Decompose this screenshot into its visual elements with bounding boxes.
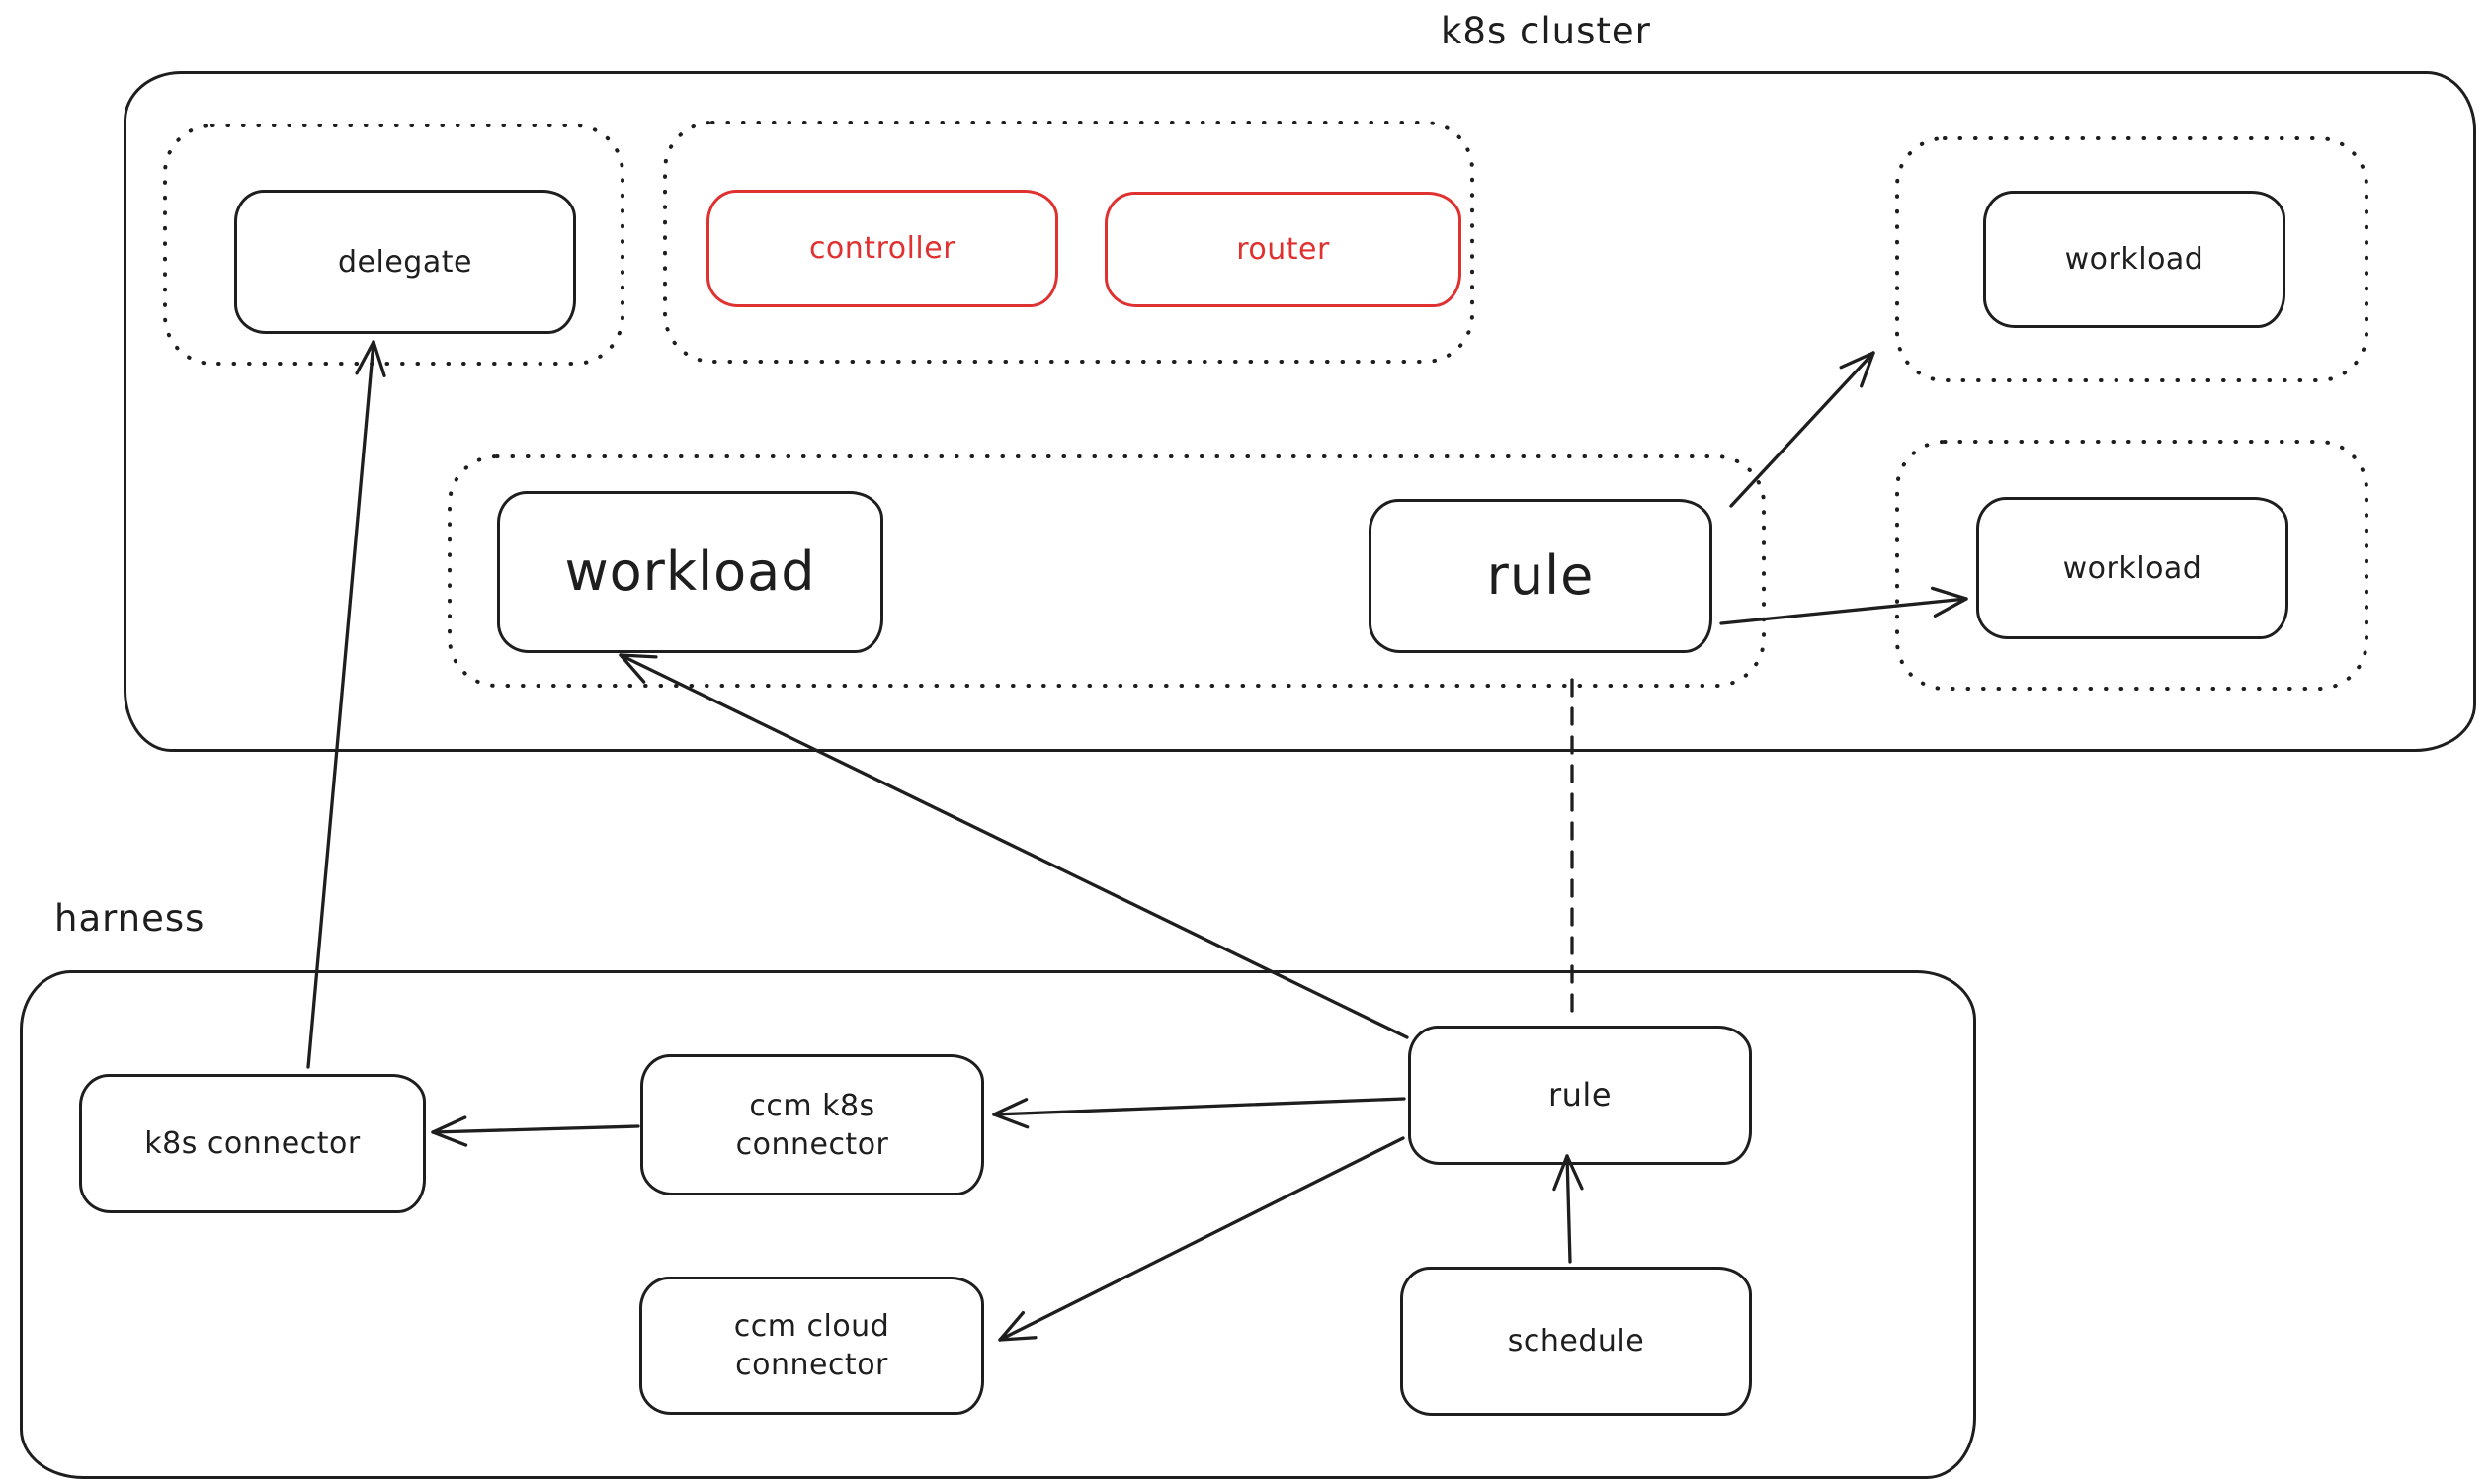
- node-workload-top-right: workload: [1983, 191, 2285, 328]
- harness-label: harness: [54, 897, 206, 940]
- node-ccm-cloud-connector: ccm cloud connector: [639, 1277, 984, 1415]
- node-workload-mid-right: workload: [1976, 497, 2288, 639]
- node-controller: controller: [706, 190, 1058, 307]
- node-ccm-cloud-connector-label: ccm cloud connector: [733, 1309, 890, 1382]
- node-rule-harness: rule: [1408, 1026, 1752, 1165]
- node-rule-cluster: rule: [1369, 499, 1712, 653]
- node-k8s-connector: k8s connector: [79, 1074, 426, 1213]
- k8s-cluster-container: [124, 71, 2476, 752]
- node-workload-main: workload: [497, 491, 883, 653]
- node-delegate: delegate: [234, 190, 576, 334]
- node-ccm-k8s-connector: ccm k8s connector: [640, 1054, 984, 1195]
- k8s-cluster-label: k8s cluster: [1441, 10, 1651, 52]
- node-schedule: schedule: [1400, 1267, 1752, 1416]
- node-ccm-k8s-connector-label: ccm k8s connector: [735, 1088, 889, 1162]
- node-router: router: [1105, 192, 1461, 307]
